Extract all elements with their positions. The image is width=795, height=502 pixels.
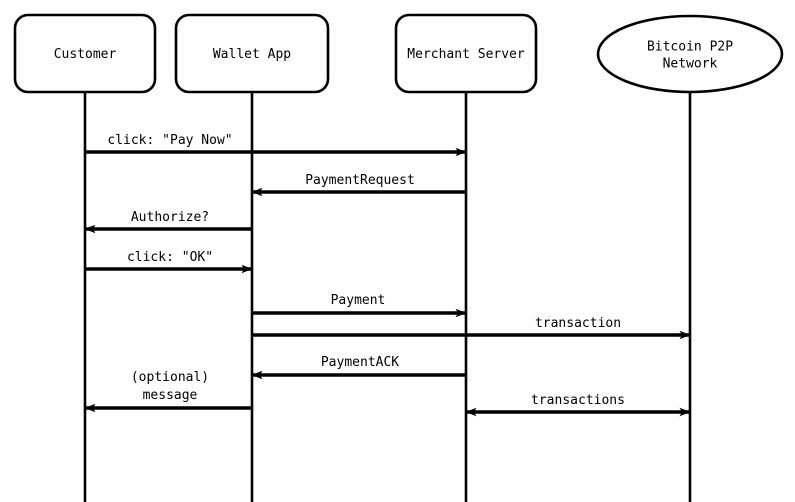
- participant-shape-box: [13, 13, 157, 94]
- participant-network[interactable]: Bitcoin P2P Network: [596, 14, 784, 94]
- participant-shape-box: [394, 13, 538, 94]
- message-6-wallet-to-network[interactable]: transaction: [252, 316, 691, 340]
- message-label-6: transaction: [535, 316, 621, 331]
- message-label-5: Payment: [331, 293, 386, 308]
- participants-group: Customer Wallet App Merchant Server Bitcoin…: [13, 13, 784, 94]
- message-8-wallet-to-customer[interactable]: (optional) message: [84, 370, 252, 413]
- message-4-customer-to-wallet[interactable]: click: "OK": [85, 250, 253, 274]
- lifelines-group: [83, 92, 692, 502]
- participant-customer[interactable]: Customer: [13, 13, 157, 94]
- message-7-merchant-to-wallet[interactable]: PaymentACK: [251, 355, 466, 380]
- message-label-9: transactions: [531, 393, 625, 408]
- message-1-customer-to-merchant[interactable]: click: "Pay Now": [85, 133, 467, 157]
- participant-shape-box: [174, 13, 330, 94]
- message-9-merchant-to-network[interactable]: transactions: [465, 393, 691, 417]
- participant-wallet[interactable]: Wallet App: [174, 13, 330, 94]
- message-5-wallet-to-merchant[interactable]: Payment: [252, 293, 467, 318]
- message-label-4: click: "OK": [127, 250, 213, 265]
- message-2-merchant-to-wallet[interactable]: PaymentRequest: [251, 173, 466, 197]
- message-3-wallet-to-customer[interactable]: Authorize?: [84, 210, 252, 234]
- participant-label-network-line1: Bitcoin P2P: [647, 40, 733, 55]
- participant-merchant[interactable]: Merchant Server: [394, 13, 538, 94]
- message-label-1: click: "Pay Now": [107, 133, 232, 148]
- message-label-2: PaymentRequest: [305, 173, 415, 188]
- participant-label-network-line2: Network: [663, 57, 718, 72]
- message-label-8-line1: (optional): [131, 370, 209, 385]
- participant-shape-ellipse: [596, 14, 784, 94]
- participant-label-merchant: Merchant Server: [407, 47, 525, 62]
- message-label-3: Authorize?: [131, 210, 209, 225]
- message-label-7: PaymentACK: [321, 355, 399, 370]
- participant-label-customer: Customer: [54, 47, 117, 62]
- message-label-8-line2: message: [143, 388, 198, 403]
- messages-group: click: "Pay Now" PaymentRequestAuthorize?…: [84, 133, 691, 417]
- participant-label-wallet: Wallet App: [213, 47, 291, 62]
